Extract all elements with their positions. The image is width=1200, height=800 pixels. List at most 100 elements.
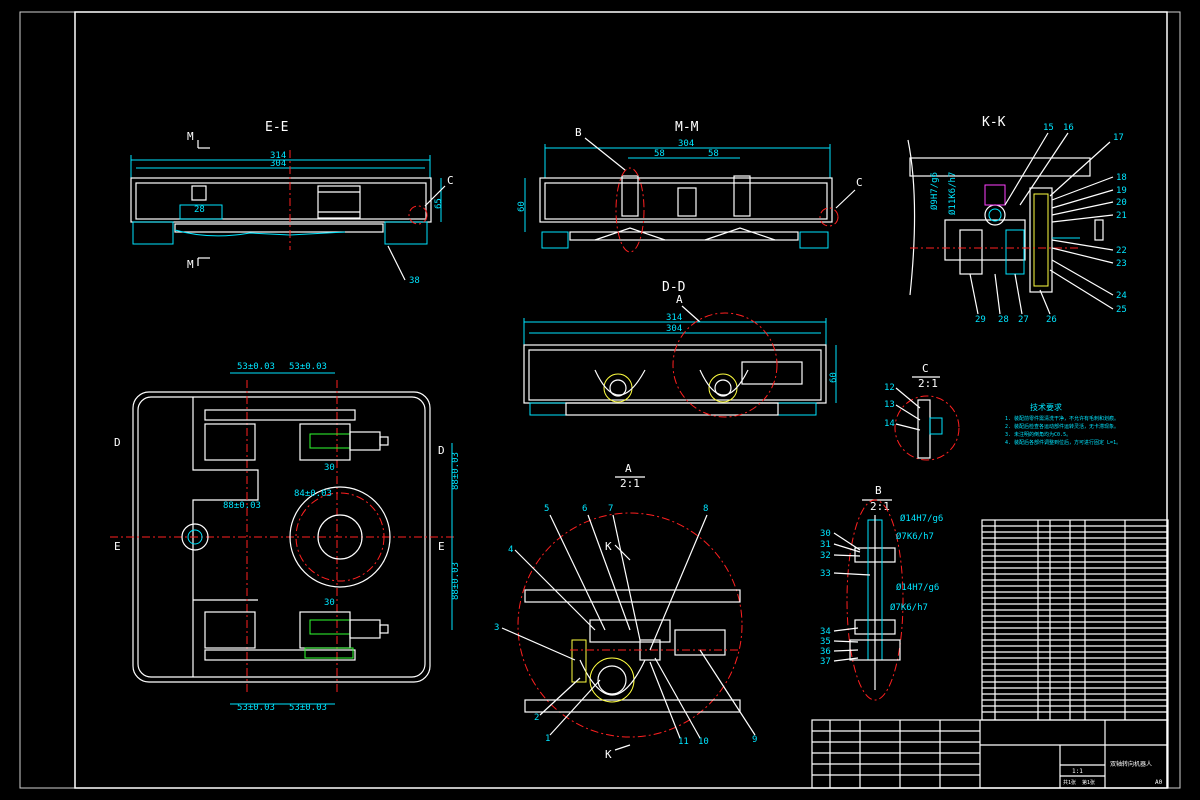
kk-part-22: 22 xyxy=(1116,246,1127,256)
detail-b-fit2: Ø7K6/h7 xyxy=(896,531,934,542)
mm-dim-height: 60 xyxy=(517,201,527,212)
title-block-code: A0 xyxy=(1155,779,1163,786)
detail-a-part-6: 6 xyxy=(582,504,587,514)
kk-part-20: 20 xyxy=(1116,198,1127,208)
plan-dim-center-h: 88±0.03 xyxy=(223,501,261,511)
tech-req-line-2: 2. 装配后检查各运动部件运转灵活，无卡滞现象。 xyxy=(1005,423,1119,430)
kk-part-28: 28 xyxy=(998,315,1009,325)
detail-b-part-37: 37 xyxy=(820,657,831,667)
mm-detail-c: C xyxy=(856,176,863,189)
tech-req-line-4: 4. 装配后各部件调整到位后，方可进行固定 L=1。 xyxy=(1005,439,1121,446)
view-ee: E-E M M 314 304 28 65 C 38 xyxy=(130,120,454,286)
view-ee-title: E-E xyxy=(265,120,288,135)
title-block-sheet: 第1张 xyxy=(1082,779,1095,786)
plan-dim-right-top: 88±0.03 xyxy=(451,452,461,490)
detail-a-section-top: K xyxy=(605,540,612,553)
detail-a-scale: 2:1 xyxy=(620,477,640,490)
dd-dim-outer: 314 xyxy=(666,313,682,323)
detail-b-part-30: 30 xyxy=(820,529,831,539)
mm-dim-right: 58 xyxy=(708,149,719,159)
mm-dim-left: 58 xyxy=(654,149,665,159)
detail-a-part-8: 8 xyxy=(703,504,708,514)
detail-c-scale: 2:1 xyxy=(918,377,938,390)
ee-leader-38: 38 xyxy=(409,276,420,286)
detail-b-part-32: 32 xyxy=(820,551,831,561)
title-block: 双轴转向机器人 1:1 第1张 共1张 A0 xyxy=(811,719,1169,789)
detail-b-part-31: 31 xyxy=(820,540,831,550)
kk-part-23: 23 xyxy=(1116,259,1127,269)
ee-detail-c: C xyxy=(447,174,454,187)
dd-dim-inner: 304 xyxy=(666,324,682,334)
kk-fit1: Ø9H7/g6 xyxy=(929,172,940,210)
detail-a-part-5: 5 xyxy=(544,504,549,514)
cut-mark-bottom: M xyxy=(187,258,194,271)
ee-dim-width: 28 xyxy=(194,205,205,215)
parts-list xyxy=(981,519,1169,721)
plan-label-e-left: E xyxy=(114,540,121,553)
detail-b-part-35: 35 xyxy=(820,637,831,647)
kk-fit2: Ø11K6/h7 xyxy=(947,172,958,215)
detail-c-part-13: 13 xyxy=(884,400,895,410)
kk-part-18: 18 xyxy=(1116,173,1127,183)
mm-dim-inner: 304 xyxy=(678,139,694,149)
tech-req-line-3: 3. 未注明的倒角均为C0.5。 xyxy=(1005,431,1071,438)
plan-label-e-right: E xyxy=(438,540,445,553)
ee-dim-outer: 314 xyxy=(270,151,286,161)
ee-dim-height: 65 xyxy=(434,198,444,209)
kk-part-21: 21 xyxy=(1116,211,1127,221)
detail-a-part-1: 1 xyxy=(545,734,550,744)
detail-b-part-34: 34 xyxy=(820,627,831,637)
detail-b-fit1: Ø14H7/g6 xyxy=(900,513,943,524)
detail-b-part-33: 33 xyxy=(820,569,831,579)
plan-dim-small-bottom: 30 xyxy=(324,598,335,608)
detail-a-part-4: 4 xyxy=(508,545,513,555)
kk-part-24: 24 xyxy=(1116,291,1127,301)
plan-dim-top-left: 53±0.03 xyxy=(237,362,275,372)
mm-detail-b: B xyxy=(575,126,582,139)
detail-b-fit3: Ø14H7/g6 xyxy=(896,582,939,593)
detail-b-scale: 2:1 xyxy=(870,500,890,513)
detail-b-fit4: Ø7K6/h7 xyxy=(890,602,928,613)
detail-a-part-7: 7 xyxy=(608,504,613,514)
detail-a-title: A xyxy=(625,462,632,475)
view-dd-title: D-D xyxy=(662,280,686,295)
kk-part-19: 19 xyxy=(1116,186,1127,196)
kk-part-27: 27 xyxy=(1018,315,1029,325)
detail-a-part-11: 11 xyxy=(678,737,689,747)
title-block-name: 双轴转向机器人 xyxy=(1110,760,1152,768)
kk-part-25: 25 xyxy=(1116,305,1127,315)
detail-c-title: C xyxy=(922,362,929,375)
kk-part-26: 26 xyxy=(1046,315,1057,325)
plan-dim-center-r: 84±0.03 xyxy=(294,489,332,499)
view-mm-title: M-M xyxy=(675,120,699,135)
detail-a-part-9: 9 xyxy=(752,735,757,745)
plan-dim-bottom-left: 53±0.03 xyxy=(237,703,275,713)
detail-b-part-36: 36 xyxy=(820,647,831,657)
detail-c-part-12: 12 xyxy=(884,383,895,393)
dd-detail-a: A xyxy=(676,293,683,306)
title-block-scale: 1:1 xyxy=(1072,768,1083,775)
plan-label-d-right: D xyxy=(438,444,445,457)
ee-dim-inner: 304 xyxy=(270,159,286,169)
tech-req-heading: 技术要求 xyxy=(1030,402,1062,412)
detail-b-title: B xyxy=(875,484,882,497)
plan-dim-bottom-right: 53±0.03 xyxy=(289,703,327,713)
kk-part-15: 15 xyxy=(1043,123,1054,133)
detail-a-part-3: 3 xyxy=(494,623,499,633)
title-block-total: 共1张 xyxy=(1063,779,1076,786)
kk-part-17: 17 xyxy=(1113,133,1124,143)
view-kk-title: K-K xyxy=(982,115,1006,130)
detail-c: C 2:1 12 13 14 xyxy=(884,362,960,461)
view-plan: 53±0.03 53±0.03 53±0.03 53±0.03 88±0.03 … xyxy=(110,362,461,713)
detail-a-part-2: 2 xyxy=(534,713,539,723)
tech-req-line-1: 1. 装配前零件需清洗干净，不允许有毛刺和划痕。 xyxy=(1005,415,1119,422)
view-dd: D-D A 314 304 60 xyxy=(523,280,839,418)
plan-dim-right-bottom: 88±0.03 xyxy=(451,562,461,600)
tech-requirements: 技术要求 1. 装配前零件需清洗干净，不允许有毛刺和划痕。 2. 装配后检查各运… xyxy=(1005,402,1121,446)
plan-label-d-left: D xyxy=(114,436,121,449)
view-kk: K-K Ø9H7/g6 Ø11K6/h7 15 16 17 18 19 20 2… xyxy=(907,115,1127,325)
view-mm: M-M 304 58 58 60 B C xyxy=(517,120,863,253)
detail-a-section-bottom: K xyxy=(605,748,612,761)
detail-a: A 2:1 K K 1 2 3 4 5 6 7 8 9 10 11 xyxy=(494,462,757,761)
